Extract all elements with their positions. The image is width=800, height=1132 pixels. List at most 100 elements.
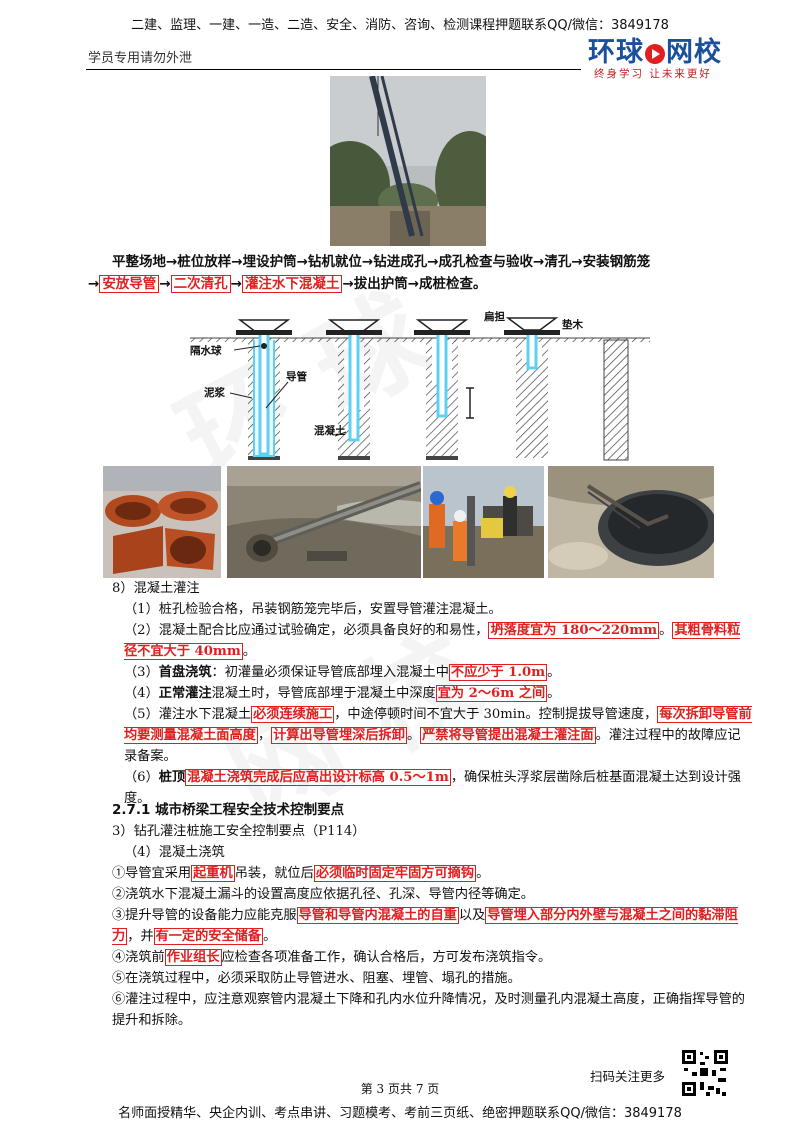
subsection-4-title: （4）混凝土浇筑 bbox=[124, 845, 225, 860]
section-8-title: 8）混凝土灌注 bbox=[112, 581, 200, 596]
pile-stage-3 bbox=[414, 319, 474, 460]
highlight-no-lift-out: 严禁将导管提出混凝土灌注面 bbox=[420, 727, 596, 744]
logo-slogan: 终身学习 让未来更好 bbox=[594, 68, 712, 80]
highlight-measure-height: 每次拆卸导管前均要测量混凝土面高度 bbox=[124, 706, 752, 744]
text-run: （3） bbox=[124, 665, 159, 680]
process-flow-line-2: →安放导管→二次清孔→灌注水下混凝土→拔出护筒→成桩检查。 bbox=[88, 272, 487, 293]
highlight-embed-depth: 宜为 2～6m 之间 bbox=[435, 685, 548, 702]
text-run: （6） bbox=[124, 770, 159, 785]
text-run: ， bbox=[257, 728, 272, 743]
section-8-item-6: （6）桩顶混凝土浇筑完成后应高出设计标高 0.5～1m，确保桩头浮浆层凿除后桩基… bbox=[112, 767, 752, 809]
flow-step-underwater-concrete: 灌注水下混凝土 bbox=[241, 275, 343, 293]
section-271-content: 2.7.1 城市桥梁工程安全技术控制要点 3）钻孔灌注桩施工安全控制要点（P11… bbox=[112, 800, 752, 1031]
text-run: ，中途停顿时间不宜大于 30min。控制提拔导管速度， bbox=[334, 707, 658, 722]
qr-code-icon[interactable] bbox=[680, 1048, 730, 1098]
highlight-viscous-resistance: 导管埋入部分内外壁与混凝土之间的黏滞阻力 bbox=[112, 907, 738, 945]
safety-item-4: ④浇筑前作业组长应检查各项准备工作，确认合格后，方可发布浇筑指令。 bbox=[112, 947, 752, 968]
flow-arrow: → bbox=[230, 276, 242, 292]
logo-text-left: 环球 bbox=[588, 37, 644, 68]
flow-arrow: → bbox=[159, 276, 171, 292]
workers-photo bbox=[423, 466, 544, 578]
pile-stage-1 bbox=[236, 319, 292, 460]
flow-tail: 拔出护筒→成桩检查。 bbox=[353, 276, 487, 292]
text-run: 吊装，就位后 bbox=[234, 866, 314, 881]
text-run: （5）灌注水下混凝土 bbox=[124, 707, 252, 722]
text-run: ，确保桩头浮浆层凿除后桩基面混凝土达到设计强度。 bbox=[124, 770, 741, 806]
highlight-self-weight: 导管和导管内混凝土的自重 bbox=[296, 907, 459, 924]
label-pipe: 导管 bbox=[286, 370, 307, 383]
text-run: 应检查各项准备工作，确认合格后，方可发布浇筑指令。 bbox=[221, 950, 552, 965]
logo-text-right: 网校 bbox=[666, 37, 722, 68]
text-run: 混凝土时，导管底部埋于混凝土中深度 bbox=[211, 686, 436, 701]
label-separator-ball: 隔水球 bbox=[190, 344, 222, 357]
text-run: ③提升导管的设备能力应能克服 bbox=[112, 908, 297, 923]
highlight-continuous: 必须连续施工 bbox=[251, 706, 335, 723]
header-divider bbox=[86, 69, 581, 70]
safety-item-2: ②浇筑水下混凝土漏斗的设置高度应依据孔径、孔深、导管内径等确定。 bbox=[112, 887, 534, 902]
bold-pile-top: 桩顶 bbox=[158, 770, 186, 785]
highlight-crane: 起重机 bbox=[191, 865, 235, 882]
highlight-slump: 坍落度宜为 180～220mm bbox=[488, 622, 660, 639]
confidential-note: 学员专用请勿外泄 bbox=[88, 51, 193, 66]
flow-arrow: → bbox=[342, 276, 354, 292]
text-run: ：初灌量必须保证导管底部埋入混凝土中 bbox=[211, 665, 449, 680]
text-run: 。 bbox=[242, 644, 256, 659]
section-8-item-5: （5）灌注水下混凝土必须连续施工，中途停顿时间不宜大于 30min。控制提拔导管… bbox=[112, 704, 752, 767]
flow-step-place-pipe: 安放导管 bbox=[99, 275, 160, 293]
section-8-item-1: （1）桩孔检验合格，吊装钢筋笼完毕后，安置导管灌注混凝土。 bbox=[124, 602, 502, 617]
text-run: ④浇筑前 bbox=[112, 950, 165, 965]
section-8-content: 8）混凝土灌注 （1）桩孔检验合格，吊装钢筋笼完毕后，安置导管灌注混凝土。 （2… bbox=[112, 578, 752, 809]
label-sleeper: 垫木 bbox=[562, 318, 583, 331]
flow-step-second-cleaning: 二次清孔 bbox=[170, 275, 231, 293]
text-run: 。灌注过程中的故障应记录备案。 bbox=[124, 728, 741, 764]
label-concrete: 混凝土 bbox=[314, 424, 346, 437]
text-run: 。 bbox=[263, 929, 277, 944]
page-number: 第 3 页共 7 页 bbox=[360, 1082, 440, 1096]
top-contact-banner: 二建、监理、一建、一造、二造、安全、消防、咨询、检测课程押题联系QQ/微信：38… bbox=[131, 18, 669, 33]
safety-item-1: ①导管宜采用起重机吊装，就位后必须临时固定牢固方可摘钩。 bbox=[112, 863, 752, 884]
highlight-team-leader: 作业组长 bbox=[164, 949, 222, 966]
bottom-contact-banner: 名师面授精华、央企内训、考点串讲、习题模考、考前三页纸、绝密押题联系QQ/微信：… bbox=[118, 1106, 682, 1121]
text-run: 。 bbox=[659, 623, 673, 638]
concrete-pour-photo bbox=[548, 466, 714, 578]
ground-hatch-strip bbox=[190, 338, 650, 342]
subsection-3-title: 3）钻孔灌注桩施工安全控制要点（P114） bbox=[112, 824, 366, 839]
pile-stage-2 bbox=[326, 319, 382, 460]
flow-arrow: → bbox=[88, 276, 100, 292]
process-flow-line-1: 平整场地→桩位放样→埋设护筒→钻机就位→钻进成孔→成孔检查与验收→清孔→安装钢筋… bbox=[112, 254, 651, 270]
highlight-calc-depth: 计算出导管埋深后拆卸 bbox=[271, 727, 407, 744]
brand-logo: 环球网校 终身学习 让未来更好 bbox=[588, 30, 748, 80]
section-8-item-3: （3）首盘浇筑：初灌量必须保证导管底部埋入混凝土中不应少于 1.0m。 bbox=[112, 662, 752, 683]
section-8-item-4: （4）正常灌注混凝土时，导管底部埋于混凝土中深度宜为 2～6m 之间。 bbox=[112, 683, 752, 704]
highlight-fix-firmly: 必须临时固定牢固方可摘钩 bbox=[313, 865, 477, 882]
text-run: ①导管宜采用 bbox=[112, 866, 192, 881]
drilling-rig-photo bbox=[330, 76, 486, 246]
label-mud: 泥浆 bbox=[204, 386, 225, 399]
text-run: 。 bbox=[547, 686, 561, 701]
highlight-min-embed: 不应少于 1.0m bbox=[448, 664, 548, 681]
tremie-hoppers-photo bbox=[103, 466, 221, 578]
pile-stage-5 bbox=[603, 339, 629, 461]
text-run: 。 bbox=[406, 728, 421, 743]
pile-stage-4 bbox=[504, 317, 560, 458]
highlight-overpour: 混凝土浇筑完成后应高出设计标高 0.5～1m bbox=[185, 769, 451, 786]
bold-first-pour: 首盘浇筑 bbox=[158, 665, 212, 680]
text-run: （2）混凝土配合比应通过试验确定，必须具备良好的和易性， bbox=[124, 623, 489, 638]
text-run: （4） bbox=[124, 686, 159, 701]
text-run: 。 bbox=[476, 866, 490, 881]
safety-item-3: ③提升导管的设备能力应能克服导管和导管内混凝土的自重以及导管埋入部分内外壁与混凝… bbox=[112, 905, 752, 947]
section-8-item-2: （2）混凝土配合比应通过试验确定，必须具备良好的和易性，坍落度宜为 180～22… bbox=[112, 620, 752, 662]
text-run: 。 bbox=[547, 665, 561, 680]
highlight-safety-reserve: 有一定的安全储备 bbox=[153, 928, 264, 945]
tremie-pipe-diagram: 隔水球 泥浆 导管 混凝土 扁担 垫木 bbox=[190, 310, 650, 461]
scan-follow-note: 扫码关注更多 bbox=[590, 1069, 666, 1084]
bold-normal-pour: 正常灌注 bbox=[158, 686, 212, 701]
text-run: 以及 bbox=[458, 908, 486, 923]
label-carrying-pole: 扁担 bbox=[484, 310, 505, 323]
safety-item-5: ⑤在浇筑过程中，必须采取防止导管进水、阻塞、埋管、塌孔的措施。 bbox=[112, 971, 521, 986]
play-icon bbox=[645, 43, 665, 64]
text-run: ，并 bbox=[127, 929, 154, 944]
highlight-aggregate-size: 其粗骨料粒径不宜大于 40mm bbox=[124, 622, 741, 660]
section-heading: 2.7.1 城市桥梁工程安全技术控制要点 bbox=[112, 802, 345, 818]
